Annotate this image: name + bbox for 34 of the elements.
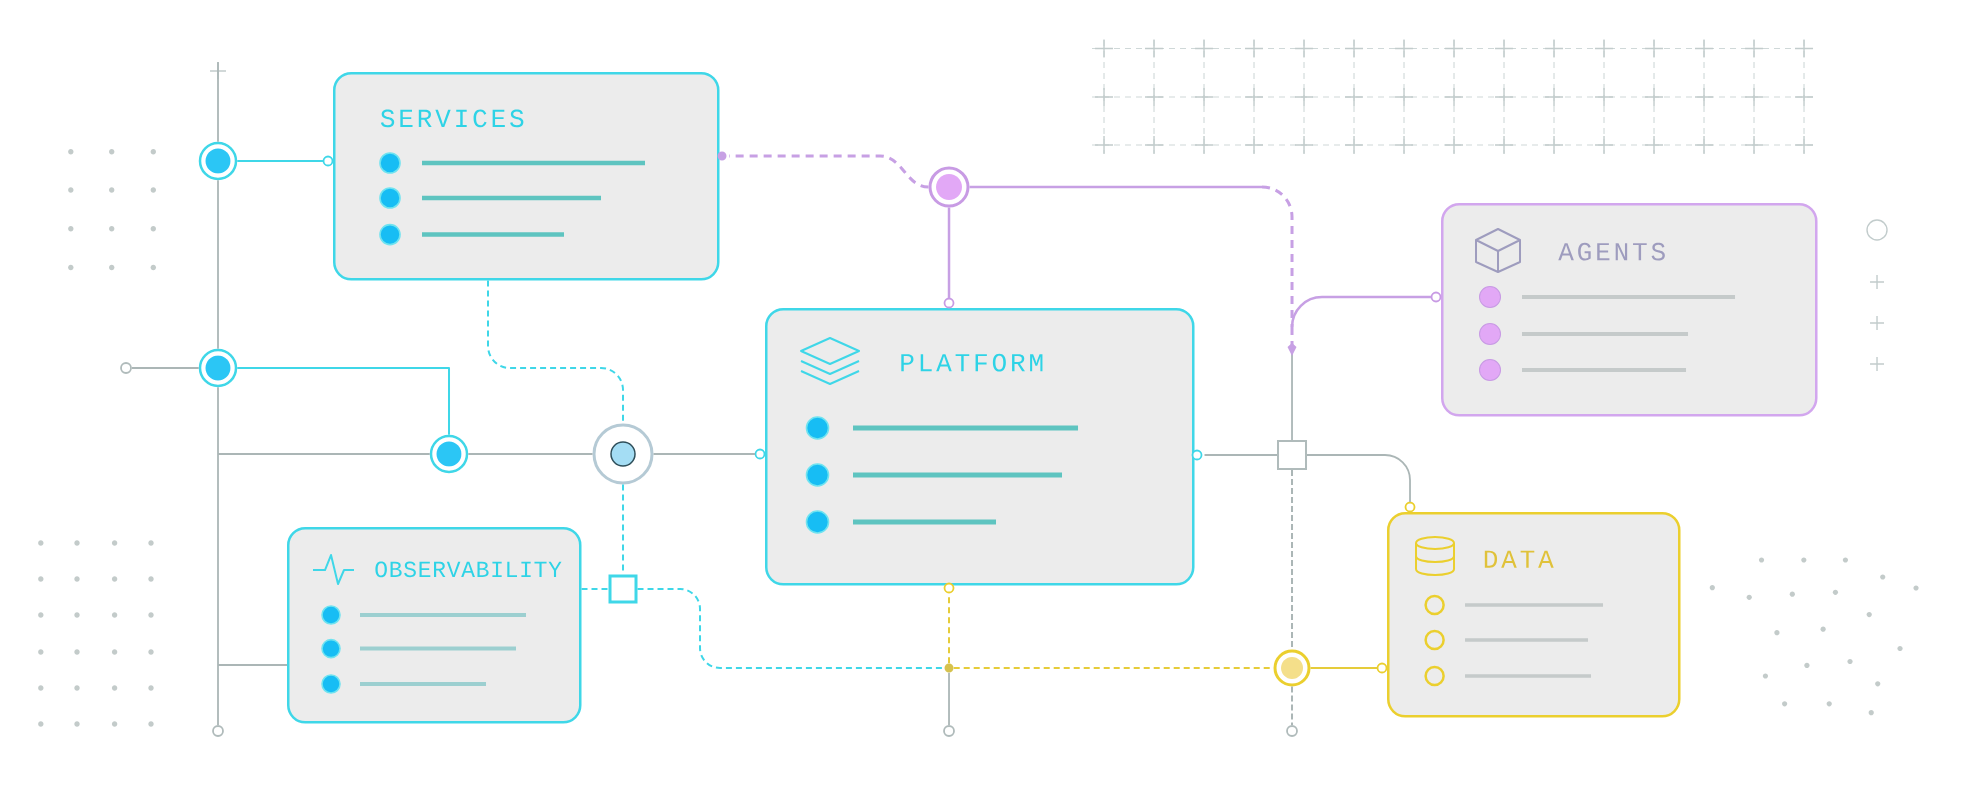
card: AGENTS [1441, 203, 1818, 417]
junction-circle [592, 423, 654, 485]
card: SERVICES [333, 72, 720, 281]
connector [1203, 454, 1278, 456]
connector [947, 207, 951, 298]
connector [236, 160, 324, 162]
card: OBSERVABILITY [287, 527, 582, 724]
connector [217, 61, 219, 143]
connector [948, 594, 950, 665]
connector [1309, 667, 1378, 669]
connector [948, 671, 950, 726]
connector [652, 453, 756, 455]
connector [1291, 685, 1293, 727]
junction-square [608, 574, 638, 604]
card: DATA [1387, 512, 1681, 718]
connector [236, 367, 450, 436]
connector [1290, 295, 1431, 328]
card: PLATFORM [765, 308, 1195, 586]
connector [217, 386, 219, 726]
connector [580, 588, 610, 590]
junction-circle [429, 434, 469, 474]
connector [729, 154, 929, 189]
connector [217, 453, 431, 455]
junction-circle [198, 348, 238, 388]
connector [969, 185, 1294, 327]
junction-circle [1273, 649, 1311, 687]
connector [131, 367, 200, 369]
junction-square [1277, 440, 1307, 470]
junction-circle [198, 141, 238, 181]
connector [467, 453, 594, 455]
junction-circle [928, 166, 970, 208]
connector [217, 664, 288, 666]
connector [1306, 454, 1411, 503]
connector [217, 179, 219, 350]
